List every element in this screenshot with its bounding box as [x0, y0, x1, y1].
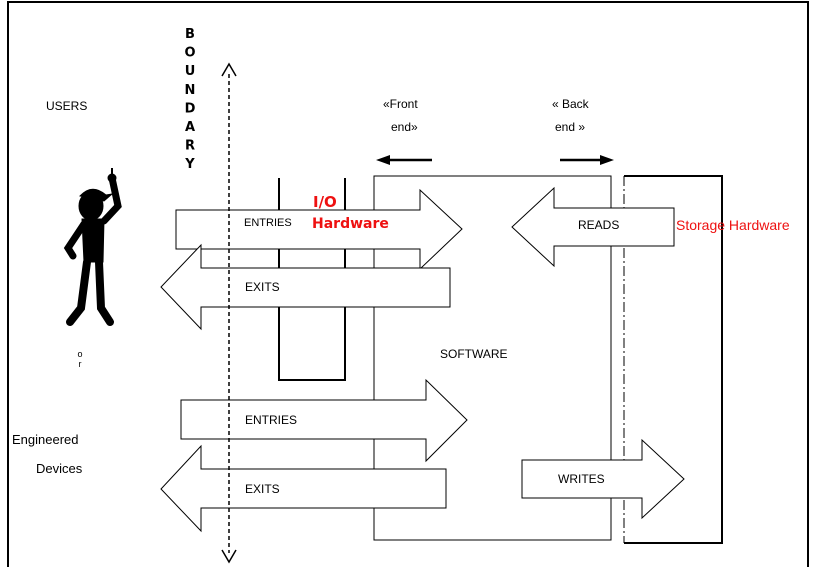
boundary-line	[221, 62, 237, 564]
boundary-letter: R	[185, 139, 195, 154]
boundary-letter: O	[184, 46, 195, 61]
boundary-letter: B	[185, 27, 195, 42]
entries-top-arrow	[175, 188, 463, 271]
boundary-letter: U	[185, 64, 196, 79]
entries-bottom-arrow	[180, 378, 468, 463]
boundary-letter: N	[185, 83, 196, 98]
exits-bottom-arrow	[160, 444, 447, 533]
exits-bottom-label: EXITS	[245, 482, 280, 496]
reads-arrow	[511, 186, 675, 268]
users-label: USERS	[46, 99, 87, 113]
engineered-devices-label-line2: Devices	[36, 461, 83, 476]
exits-top-label: EXITS	[245, 280, 280, 294]
entries-top-label: ENTRIES	[244, 217, 292, 229]
back-end-label-line1: « Back	[552, 97, 590, 111]
boundary-letter: D	[185, 101, 196, 116]
io-hardware-label-line2: Hardware	[312, 216, 389, 232]
io-hardware-label-line1: I/O	[313, 193, 337, 211]
front-end-arrow	[376, 155, 432, 165]
boundary-letter: A	[185, 120, 195, 135]
user-stick-figure	[63, 168, 122, 326]
diagram-frame	[7, 1, 809, 567]
engineered-devices-label-line1: Engineered	[12, 432, 79, 447]
software-label: SOFTWARE	[440, 347, 508, 361]
exits-top-arrow	[160, 243, 451, 331]
writes-label: WRITES	[558, 472, 605, 486]
front-end-label-line1: «Front	[383, 97, 418, 111]
boundary-letter: Y	[184, 157, 195, 172]
back-end-arrow	[560, 155, 614, 165]
reads-label: READS	[578, 218, 619, 232]
writes-arrow	[521, 438, 685, 520]
storage-hardware-box	[624, 175, 723, 544]
front-end-label-line2: end»	[391, 120, 418, 134]
storage-hardware-label: Storage Hardware	[676, 217, 790, 233]
entries-bottom-label: ENTRIES	[245, 413, 297, 427]
back-end-label-line2: end »	[555, 120, 585, 134]
